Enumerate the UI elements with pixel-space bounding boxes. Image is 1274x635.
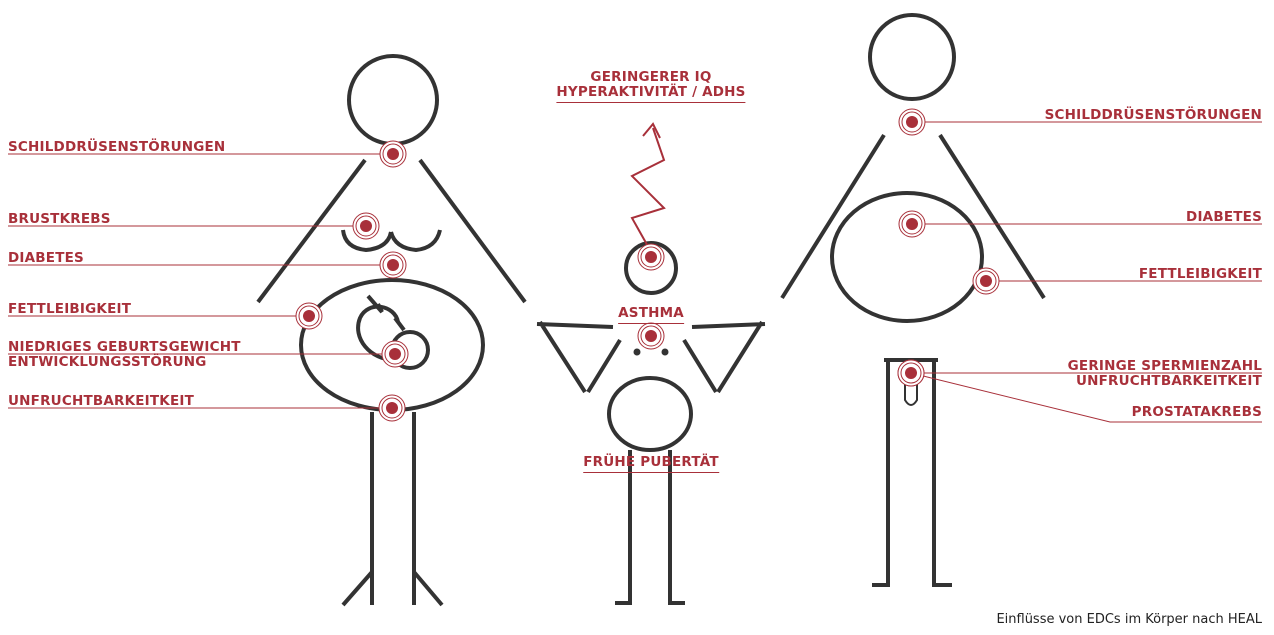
woman-left-arm: [258, 160, 365, 302]
woman-right-arm: [420, 160, 525, 302]
label-m-diabetes: DIABETES: [1186, 210, 1262, 225]
label-line: ASTHMA: [618, 306, 684, 321]
woman-legs: [372, 412, 414, 605]
caption: Einflüsse von EDCs im Körper nach HEAL: [996, 612, 1262, 627]
label-line: BRUSTKREBS: [8, 212, 111, 227]
label-underline: [583, 472, 719, 473]
child-left-arm: [537, 322, 613, 392]
label-m-obesity: FETTLEIBIGKEIT: [1139, 267, 1262, 282]
marker-dot: [387, 148, 399, 160]
label-line: GERINGERER IQ: [556, 70, 745, 85]
label-line: NIEDRIGES GEBURTSGEWICHT: [8, 340, 241, 355]
label-line: DIABETES: [1186, 210, 1262, 225]
marker-dot: [645, 251, 657, 263]
marker-dot: [906, 116, 918, 128]
marker-dot: [360, 220, 372, 232]
marker-dot: [906, 218, 918, 230]
label-line: SCHILDDRÜSENSTÖRUNGEN: [1045, 108, 1262, 123]
woman-head: [349, 56, 437, 144]
label-w-diabetes: DIABETES: [8, 251, 84, 266]
child-nipple-right: [662, 349, 669, 356]
label-line: FETTLEIBIGKEIT: [1139, 267, 1262, 282]
marker-dot: [905, 367, 917, 379]
marker-dot: [645, 330, 657, 342]
label-line: FRÜHE PUBERTÄT: [583, 455, 719, 470]
marker-dot: [389, 348, 401, 360]
label-m-prostate: PROSTATAKREBS: [1132, 405, 1262, 420]
label-underline: [618, 323, 684, 324]
woman-feet: [343, 572, 442, 605]
marker-dot: [387, 259, 399, 271]
man-head: [870, 15, 954, 99]
marker-dot: [386, 402, 398, 414]
label-line: DIABETES: [8, 251, 84, 266]
label-m-thyroid: SCHILDDRÜSENSTÖRUNGEN: [1045, 108, 1262, 123]
label-line: HYPERAKTIVITÄT / ADHS: [556, 85, 745, 100]
label-c-asthma: ASTHMA: [618, 306, 684, 324]
child-legs: [630, 450, 670, 605]
label-line: SCHILDDRÜSENSTÖRUNGEN: [8, 140, 225, 155]
label-line: GERINGE SPERMIENZAHL: [1068, 359, 1262, 374]
arrow-head: [643, 124, 660, 138]
label-w-obesity: FETTLEIBIGKEIT: [8, 302, 131, 317]
label-c-puberty: FRÜHE PUBERTÄT: [583, 455, 719, 473]
label-underline: [556, 102, 745, 103]
label-w-breast-cancer: BRUSTKREBS: [8, 212, 111, 227]
label-line: ENTWICKLUNGSSTÖRUNG: [8, 355, 241, 370]
child-nipple-left: [634, 349, 641, 356]
label-line: UNFRUCHTBARKEITKEIT: [1068, 374, 1262, 389]
marker-dot: [303, 310, 315, 322]
label-line: UNFRUCHTBARKEITKEIT: [8, 394, 194, 409]
woman-right-breast: [391, 230, 440, 250]
label-line: FETTLEIBIGKEIT: [8, 302, 131, 317]
child-brain-arrow: [632, 128, 664, 250]
fetus-limbs: [368, 296, 404, 330]
child-belly: [609, 378, 691, 450]
label-w-infertility: UNFRUCHTBARKEITKEIT: [8, 394, 194, 409]
label-line: PROSTATAKREBS: [1132, 405, 1262, 420]
marker-dot: [980, 275, 992, 287]
child-right-arm: [692, 322, 765, 392]
label-w-thyroid: SCHILDDRÜSENSTÖRUNGEN: [8, 140, 225, 155]
man-legs: [884, 360, 938, 585]
